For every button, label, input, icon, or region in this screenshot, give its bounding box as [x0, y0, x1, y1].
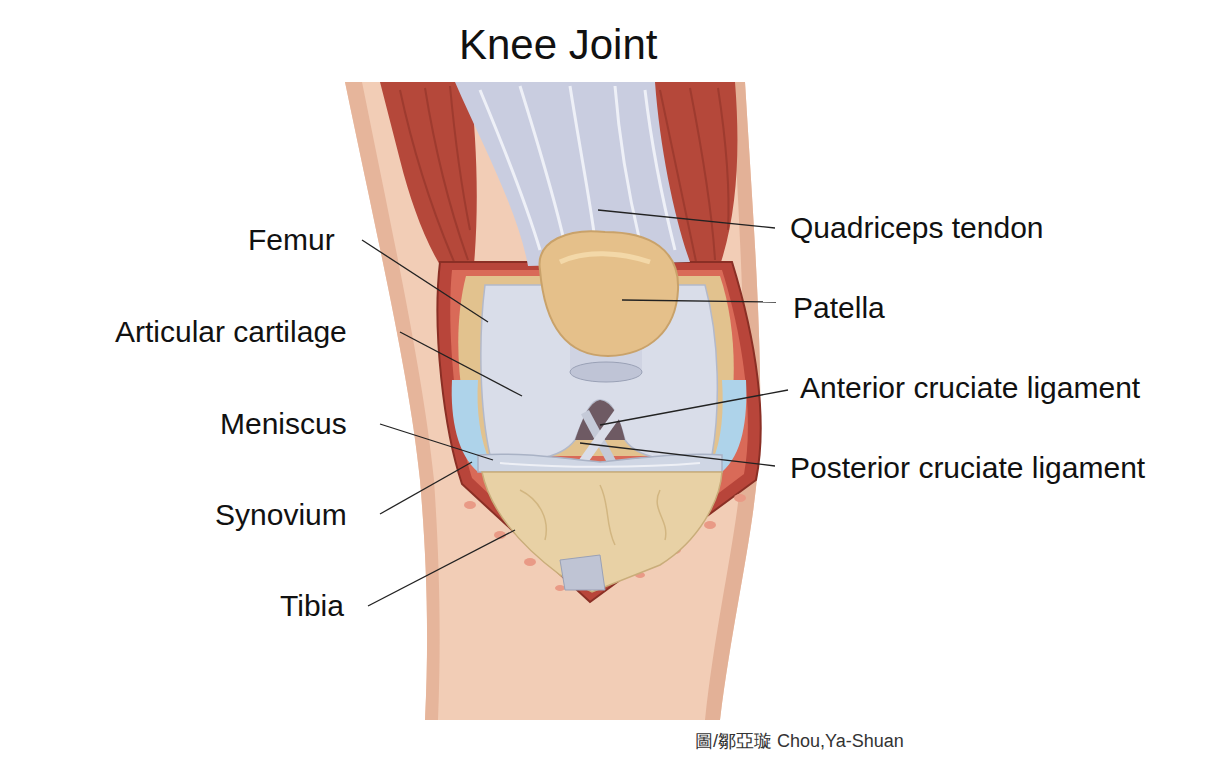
- part-label: Meniscus: [220, 407, 347, 442]
- patella-highlight: [560, 254, 650, 262]
- leader-line: [622, 300, 776, 302]
- meniscus-fibre: [500, 463, 700, 467]
- leader-line: [600, 390, 788, 425]
- leader-line: [580, 443, 775, 466]
- credit-label: 圖/鄒亞璇 Chou,Ya-Shuan: [695, 731, 904, 752]
- diagram-title: Knee Joint: [459, 21, 657, 69]
- patella: [540, 231, 679, 382]
- patellar-tendon-cut: [570, 362, 642, 382]
- part-label: Synovium: [215, 498, 347, 533]
- part-label: Patella: [793, 291, 885, 326]
- tibial-tendon: [560, 555, 605, 590]
- bone-texture: [520, 485, 666, 545]
- tibia-bone: [482, 472, 722, 592]
- leader-line: [380, 462, 472, 514]
- part-label: Quadriceps tendon: [790, 211, 1044, 246]
- leader-line: [598, 210, 775, 228]
- leg-skin: [345, 82, 760, 720]
- cruciate-ligaments: [580, 410, 620, 468]
- meniscus-shape: [478, 454, 722, 472]
- part-label: Femur: [248, 223, 335, 258]
- part-label: Articular cartilage: [115, 315, 347, 350]
- part-label: Anterior cruciate ligament: [800, 371, 1140, 406]
- tibia: [482, 472, 722, 592]
- synovium: [452, 380, 747, 472]
- leader-line: [362, 240, 488, 322]
- leader-line: [368, 530, 515, 606]
- leader-lines: [362, 210, 788, 606]
- ligament: [580, 410, 620, 466]
- skin: [345, 82, 760, 720]
- meniscus: [478, 454, 722, 472]
- part-label: Tibia: [280, 589, 344, 624]
- part-label: Posterior cruciate ligament: [790, 451, 1145, 486]
- patella-bone: [540, 231, 679, 356]
- leader-line: [380, 424, 493, 460]
- leader-line: [400, 332, 522, 396]
- tendon-fibres: [480, 86, 675, 250]
